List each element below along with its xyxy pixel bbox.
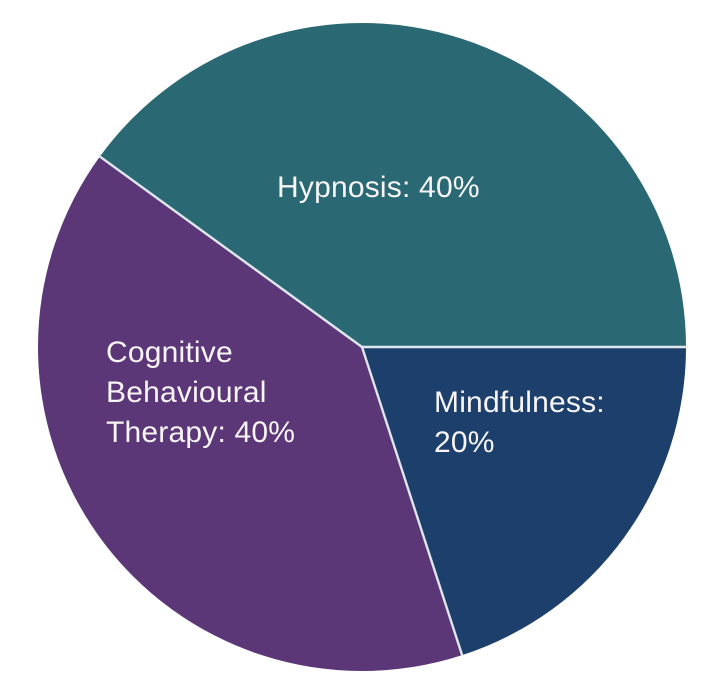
slice-divider-northwest [98,155,364,349]
slice-divider-south [360,345,464,657]
slice-label-hypnosis: Hypnosis: 40% [277,171,480,204]
slice-label-cognitive-behavioural-therapy: Cognitive Behavioural Therapy: 40% [106,336,296,449]
pie-slice-cognitive-behavioural-therapy [37,156,463,671]
pie-slice-mindfulness [362,347,686,656]
slice-label-mindfulness: Mindfulness: 20% [434,386,605,459]
pie-slice-hypnosis [99,22,686,348]
